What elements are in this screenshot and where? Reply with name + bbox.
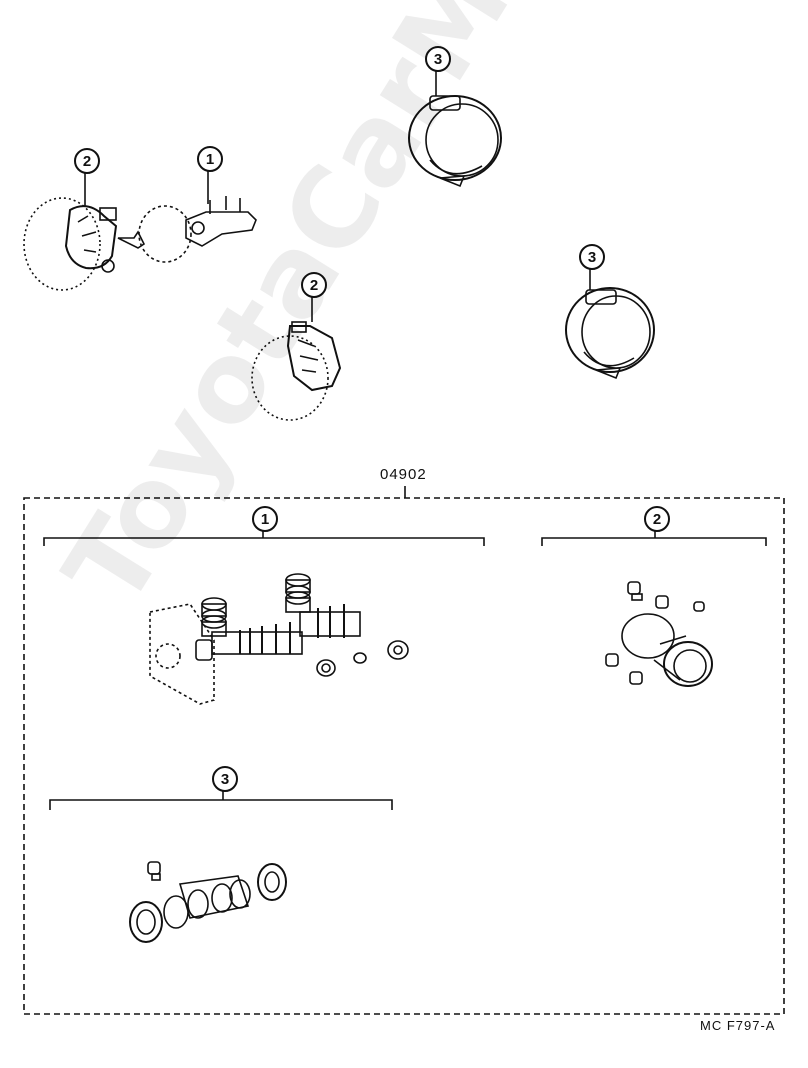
callout-drum-top: 3 [425, 46, 451, 72]
rear-drum-brake-top [408, 95, 502, 188]
front-caliper-assembly [251, 321, 342, 421]
callout-master-cylinder: 1 [197, 146, 223, 172]
figure-code: MC F797-A [700, 1018, 776, 1033]
brake-booster-assembly [23, 196, 257, 291]
caliper-kit-parts [605, 581, 713, 687]
wheel-cylinder-kit-parts [129, 861, 287, 943]
callout-drum-right: 3 [579, 244, 605, 270]
master-cylinder-kit-parts [149, 573, 409, 705]
callout-kit-master-cylinder: 1 [252, 506, 278, 532]
callout-caliper-center: 2 [301, 272, 327, 298]
callout-kit-caliper: 2 [644, 506, 670, 532]
kit-number-label: 04902 [380, 466, 427, 483]
callout-kit-wheel-cylinder: 3 [212, 766, 238, 792]
rear-drum-brake-right [565, 287, 655, 380]
callout-caliper-left: 2 [74, 148, 100, 174]
